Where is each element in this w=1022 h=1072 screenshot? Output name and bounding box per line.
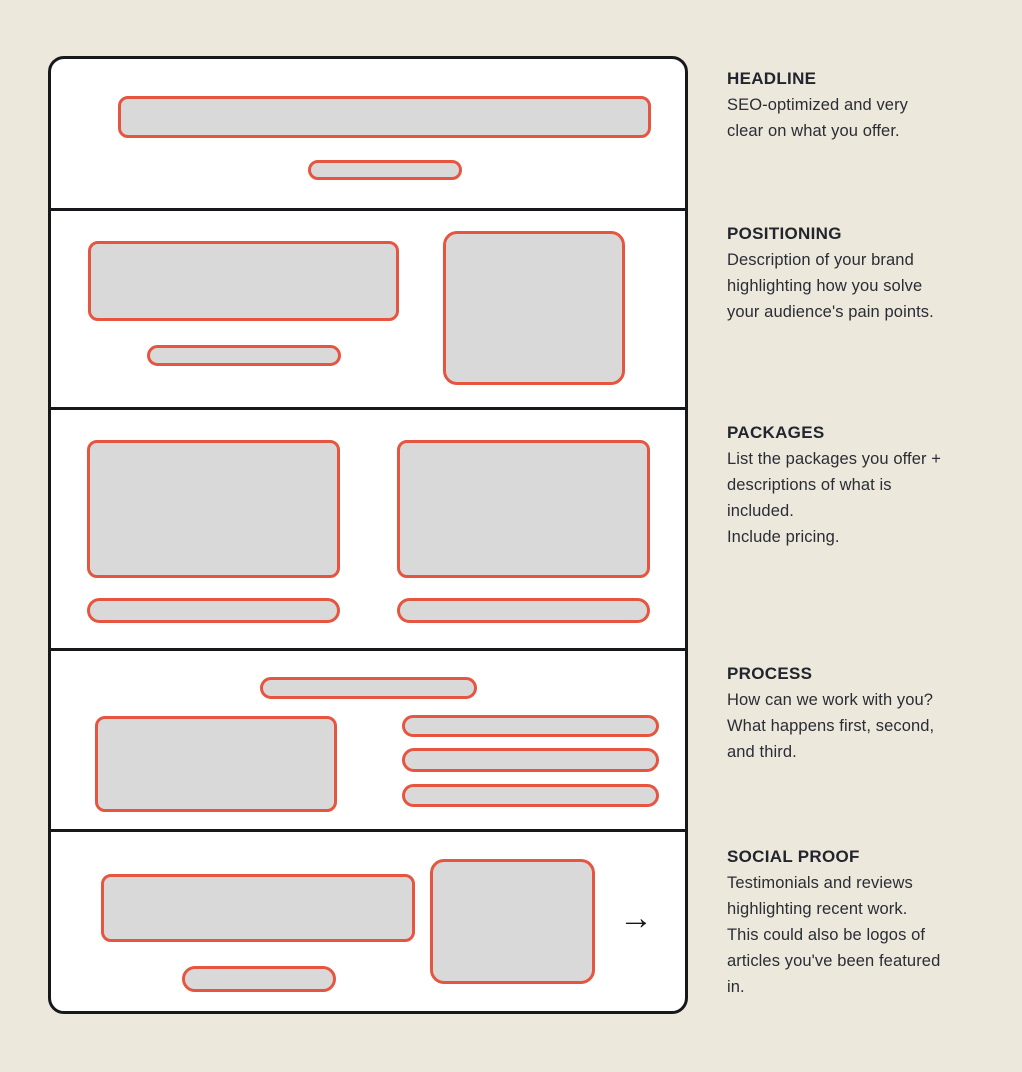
placeholder-package-card-left <box>87 440 340 578</box>
placeholder-process-image <box>95 716 337 812</box>
wireframe-section-packages <box>51 407 685 648</box>
annotation-positioning-title: POSITIONING <box>727 224 842 243</box>
annotation-packages-body: List the packages you offer + descriptio… <box>727 450 942 546</box>
placeholder-headline-bar <box>118 96 651 138</box>
annotation-social-proof-body: Testimonials and reviews highlighting re… <box>727 874 941 996</box>
placeholder-process-step-2 <box>402 748 659 772</box>
wireframe-section-positioning <box>51 208 685 407</box>
annotation-social-proof-title: SOCIAL PROOF <box>727 847 860 866</box>
annotation-packages: PACKAGES List the packages you offer + d… <box>727 421 1009 550</box>
annotation-headline: HEADLINE SEO-optimized and very clear on… <box>727 67 1009 144</box>
wireframe-section-social-proof: → <box>51 829 685 1011</box>
placeholder-process-step-3 <box>402 784 659 807</box>
annotation-positioning: POSITIONING Description of your brand hi… <box>727 222 1009 325</box>
wireframe-section-process <box>51 648 685 829</box>
annotation-social-proof: SOCIAL PROOF Testimonials and reviews hi… <box>727 845 1009 1000</box>
placeholder-positioning-text-block <box>88 241 399 321</box>
right-arrow-icon: → <box>619 899 653 937</box>
wireframe-panel: → <box>48 56 688 1014</box>
placeholder-process-heading <box>260 677 477 699</box>
annotation-headline-body: SEO-optimized and very clear on what you… <box>727 96 909 140</box>
placeholder-package-caption-right <box>397 598 650 623</box>
annotation-process-title: PROCESS <box>727 664 813 683</box>
placeholder-testimonial-caption <box>182 966 336 992</box>
placeholder-process-step-1 <box>402 715 659 737</box>
placeholder-positioning-image <box>443 231 625 385</box>
placeholder-testimonial-text <box>101 874 415 942</box>
annotation-packages-title: PACKAGES <box>727 423 825 442</box>
placeholder-positioning-button <box>147 345 341 366</box>
annotation-headline-title: HEADLINE <box>727 69 817 88</box>
placeholder-headline-button <box>308 160 462 180</box>
placeholder-package-card-right <box>397 440 650 578</box>
placeholder-package-caption-left <box>87 598 340 623</box>
placeholder-testimonial-image <box>430 859 595 984</box>
annotation-process: PROCESS How can we work with you? What h… <box>727 662 1009 765</box>
annotation-positioning-body: Description of your brand highlighting h… <box>727 251 934 321</box>
wireframe-section-headline <box>51 59 685 208</box>
annotation-process-body: How can we work with you? What happens f… <box>727 691 935 761</box>
